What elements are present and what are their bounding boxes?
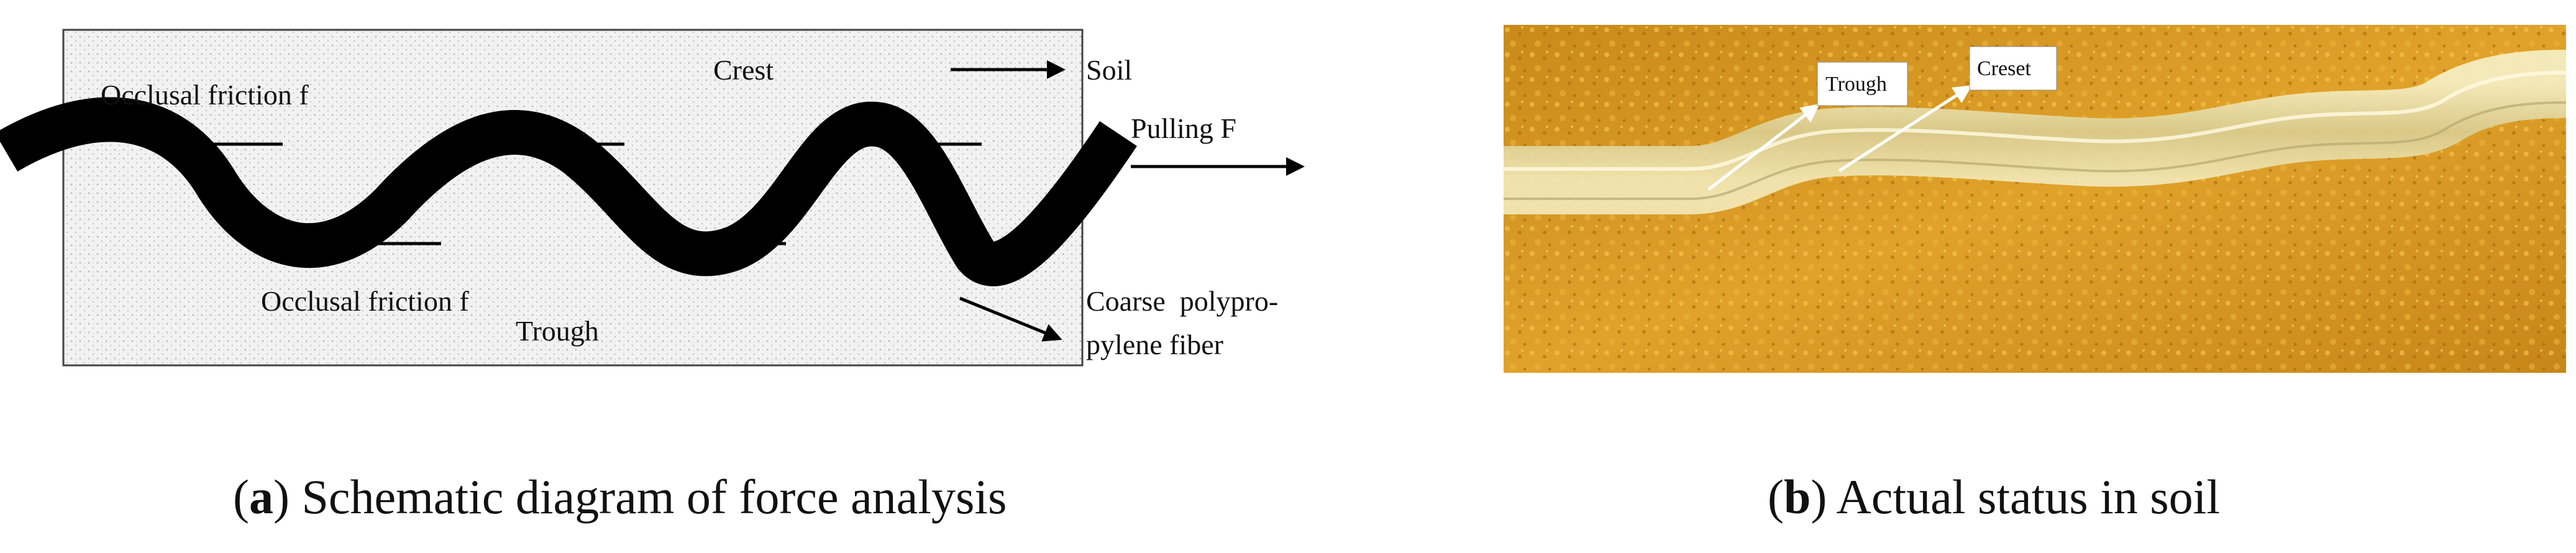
- caption-panel-b-letter: b: [1783, 470, 1811, 524]
- occlusal-friction-label-top: Occlusal friction f: [101, 79, 309, 111]
- fiber-label-line2: pylene fiber: [1086, 329, 1223, 360]
- soil-photo: Trough Creset: [1504, 25, 2566, 373]
- crest-pointer-arrow: [1838, 85, 1973, 173]
- fiber-band: [1504, 50, 2566, 214]
- occlusal-friction-label-bottom: Occlusal friction f: [261, 285, 469, 317]
- caption-panel-b-text: Actual status in soil: [1836, 470, 2220, 524]
- trough-label-box: [1817, 62, 1908, 106]
- caption-panel-a-letter: a: [249, 470, 273, 524]
- schematic-diagram: Crest Soil Pulling F Occlusal friction f…: [0, 29, 1305, 367]
- trough-pointer-arrow: [1707, 103, 1820, 191]
- caption-panel-b: (b) Actual status in soil: [1768, 470, 2220, 524]
- caption-panel-a: (a) Schematic diagram of force analysis: [233, 470, 1007, 524]
- pulling-force-label: Pulling F: [1131, 112, 1236, 144]
- caption-panel-a-text: Schematic diagram of force analysis: [301, 470, 1007, 524]
- trough-label: Trough: [516, 315, 599, 347]
- fiber-pointer-arrow: [959, 296, 1062, 342]
- fiber-highlight: [1504, 71, 2566, 171]
- trough-photo-label: Trough: [1825, 73, 1887, 96]
- crest-label-box: [1969, 46, 2057, 91]
- crest-photo-label: Creset: [1977, 57, 2031, 80]
- polypropylene-fiber: [0, 97, 1137, 286]
- soil-label: Soil: [1086, 54, 1132, 86]
- fiber-shadow: [1504, 101, 2566, 200]
- crest-label: Crest: [713, 54, 774, 86]
- fiber-label-line1: Coarse polypro-: [1086, 285, 1278, 317]
